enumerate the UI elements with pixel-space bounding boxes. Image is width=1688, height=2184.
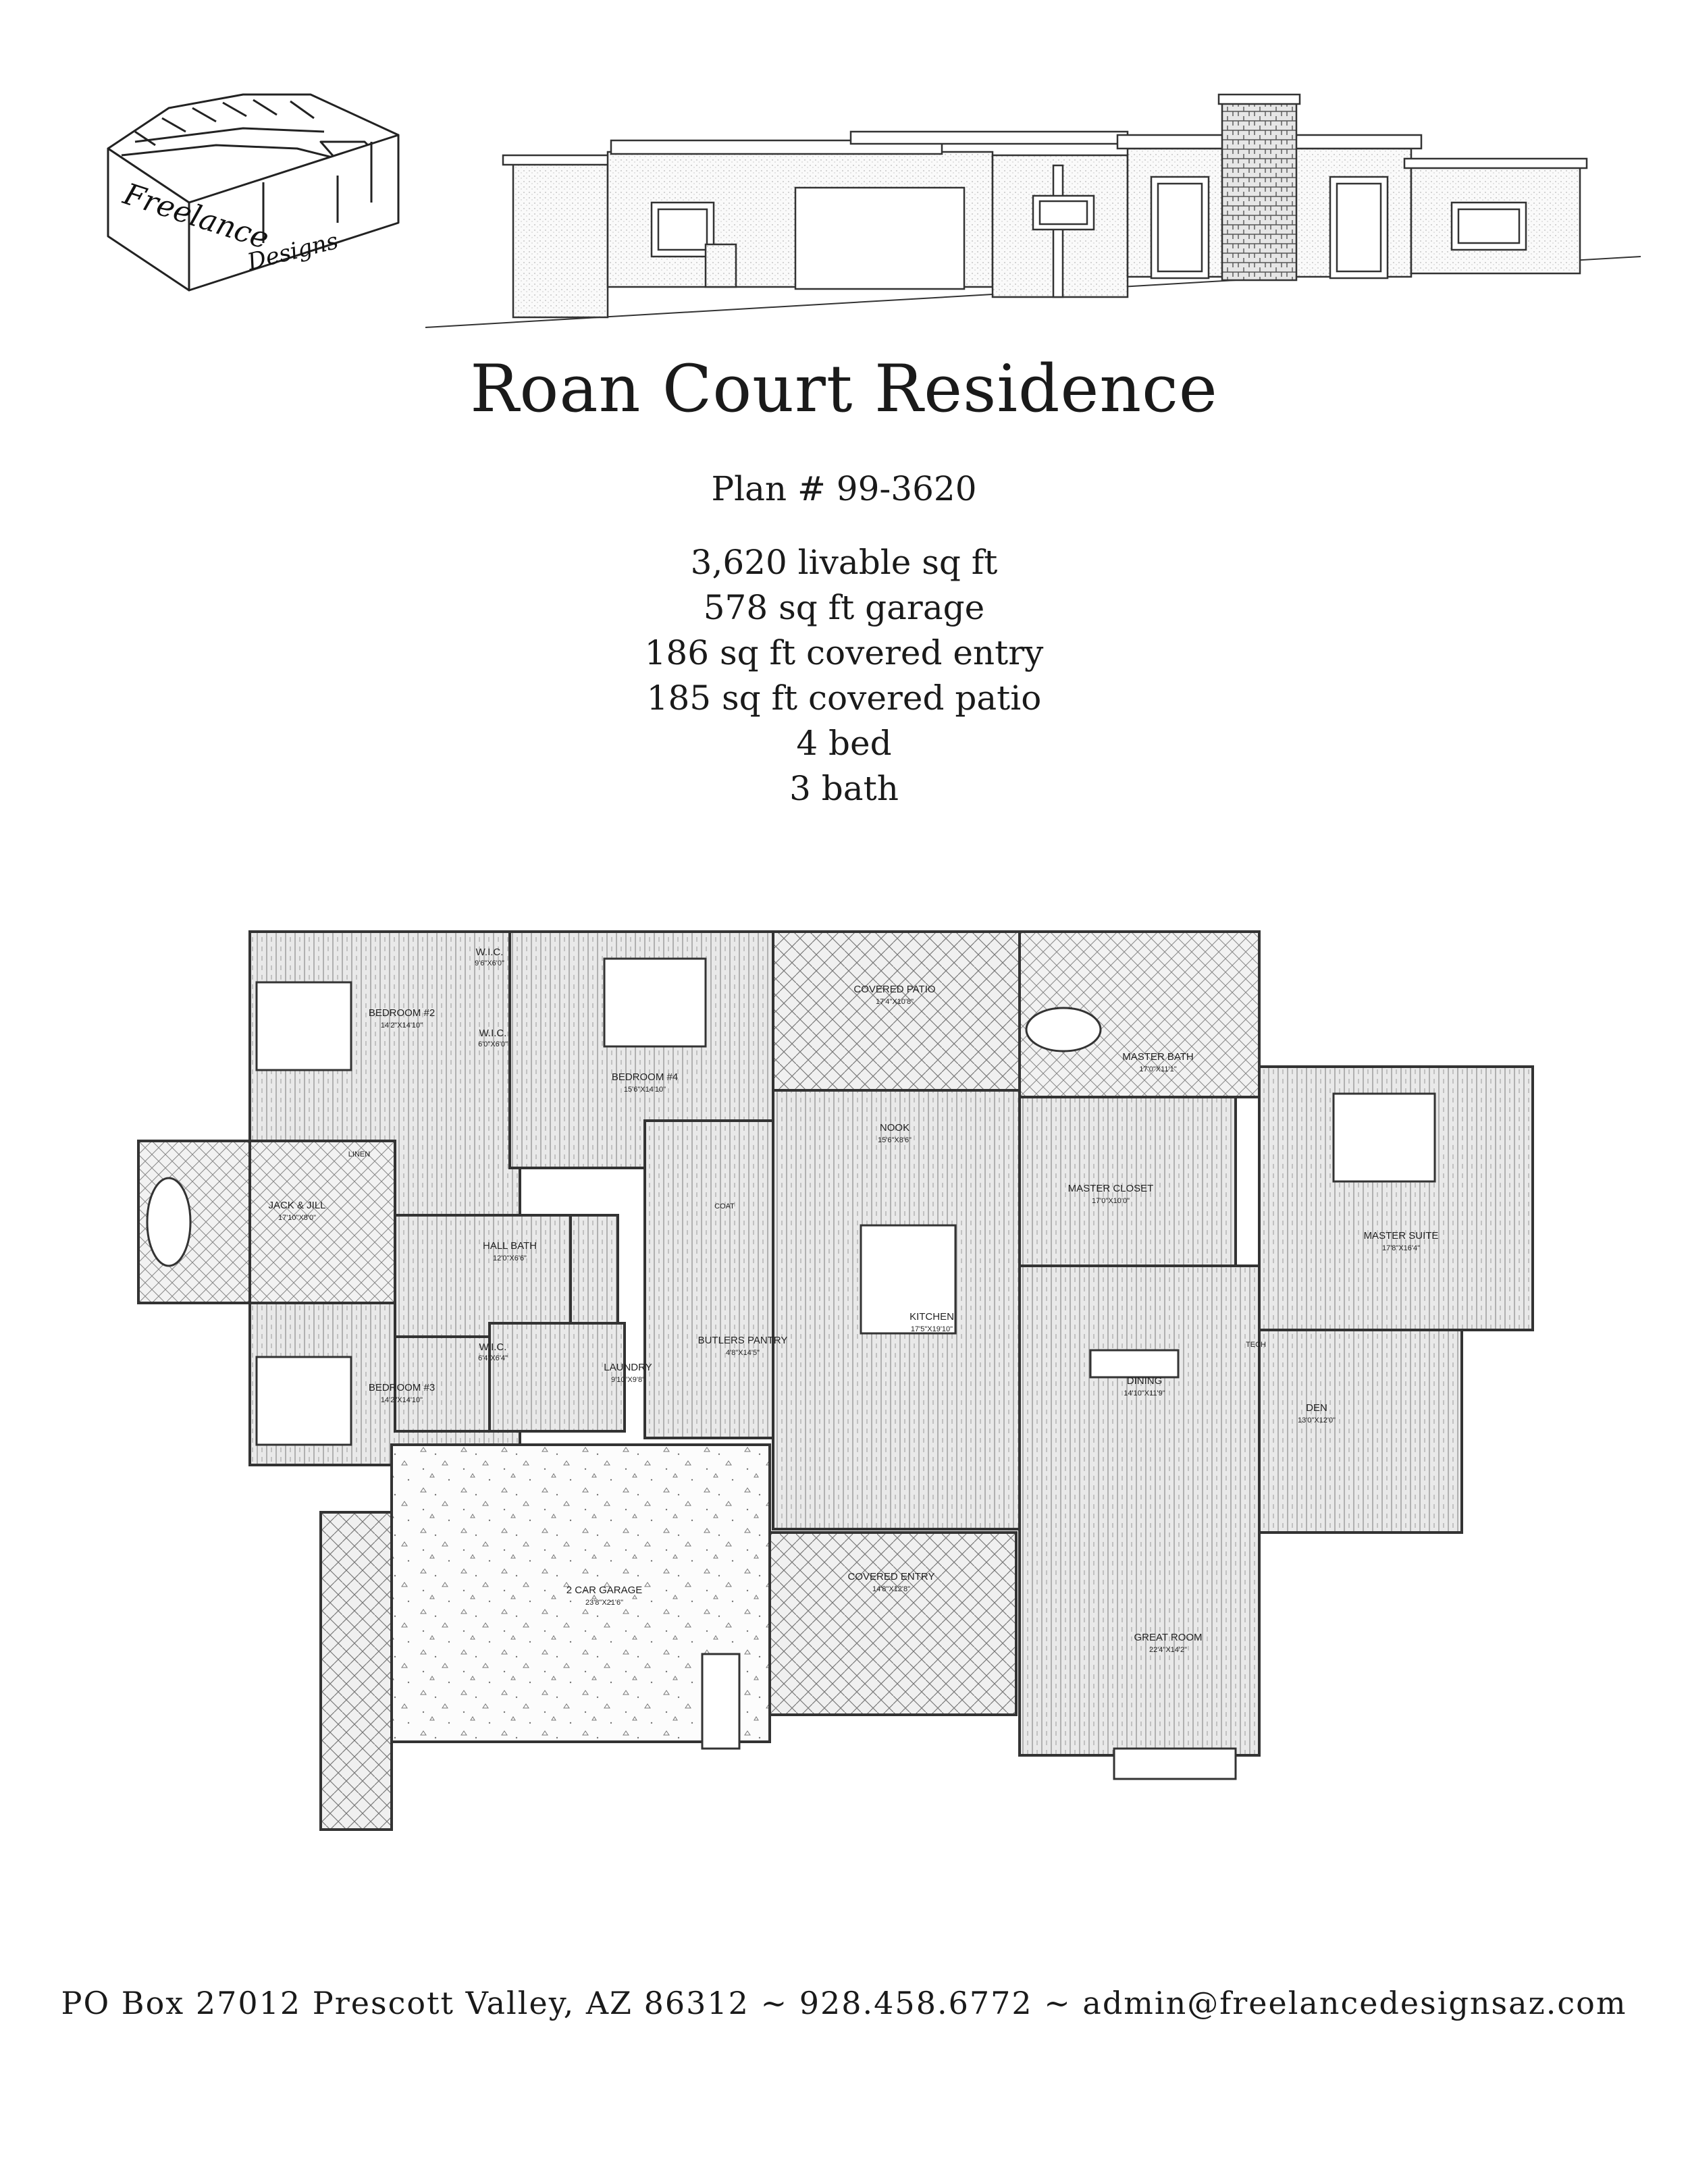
room-wic2-dim: 6'0"X6'0" xyxy=(478,1040,508,1048)
room-labels: BEDROOM #2 14'2"X14'10" W.I.C. 9'6"X6'0"… xyxy=(268,947,1438,1654)
room-master-suite-dim: 17'8"X16'4" xyxy=(1382,1244,1420,1252)
room-master-closet-dim: 17'0"X10'0" xyxy=(1092,1197,1130,1205)
room-laundry-dim: 9'10"X9'8" xyxy=(611,1376,645,1384)
room-bedroom3-dim: 14'2"X14'10" xyxy=(381,1396,423,1404)
room-bedroom4: BEDROOM #4 xyxy=(612,1071,678,1083)
stat-covered-entry-sqft: 186 sq ft covered entry xyxy=(644,633,1044,672)
stat-bedrooms: 4 bed xyxy=(796,724,892,763)
room-garage: 2 CAR GARAGE xyxy=(566,1584,643,1596)
room-hall-bath: HALL BATH xyxy=(483,1240,537,1252)
room-den-dim: 13'0"X12'0" xyxy=(1298,1416,1336,1424)
room-garage-dim: 23'8"X21'6" xyxy=(585,1599,623,1607)
room-nook: NOOK xyxy=(880,1122,909,1134)
front-elevation-drawing xyxy=(425,93,1641,328)
room-master-suite: MASTER SUITE xyxy=(1364,1230,1439,1242)
room-great-room: GREAT ROOM xyxy=(1134,1632,1202,1643)
room-bedroom2: BEDROOM #2 xyxy=(369,1007,435,1019)
room-covered-patio-dim: 17'4"X10'8" xyxy=(876,998,914,1006)
stat-covered-patio-sqft: 185 sq ft covered patio xyxy=(646,678,1042,718)
stat-bathrooms: 3 bath xyxy=(789,769,899,808)
room-master-bath-dim: 17'0"X11'1" xyxy=(1139,1065,1176,1073)
room-nook-dim: 15'6"X8'6" xyxy=(878,1136,912,1144)
room-wic1-dim: 9'6"X6'0" xyxy=(475,959,504,967)
freelance-designs-logo: Freelance Designs xyxy=(107,93,400,292)
stat-livable-sqft: 3,620 livable sq ft xyxy=(690,543,998,582)
room-hall-bath-dim: 12'0"X6'6" xyxy=(493,1254,527,1262)
room-laundry: LAUNDRY xyxy=(604,1362,652,1373)
room-jack-jill: JACK & JILL xyxy=(268,1200,325,1211)
room-wic3-dim: 6'4"X6'4" xyxy=(478,1354,508,1362)
room-jack-jill-dim: 17'10"X8'0" xyxy=(278,1214,316,1222)
room-butlers-pantry: BUTLERS PANTRY xyxy=(698,1335,788,1346)
contact-footer: PO Box 27012 Prescott Valley, AZ 86312 ~… xyxy=(61,1985,1627,2021)
room-wic2: W.I.C. xyxy=(479,1028,507,1039)
room-dining: DINING xyxy=(1127,1375,1163,1387)
label-linen: LINEN xyxy=(348,1150,370,1158)
room-bedroom2-dim: 14'2"X14'10" xyxy=(381,1021,423,1030)
page-title: Roan Court Residence xyxy=(470,351,1218,427)
label-coat: COAT xyxy=(714,1202,735,1210)
stat-garage-sqft: 578 sq ft garage xyxy=(703,588,985,627)
room-master-bath: MASTER BATH xyxy=(1122,1051,1194,1063)
floor-plan-drawing: BEDROOM #2 14'2"X14'10" W.I.C. 9'6"X6'0"… xyxy=(137,930,1534,1831)
room-covered-entry-dim: 14'8"X12'8" xyxy=(872,1585,910,1593)
room-wic1: W.I.C. xyxy=(476,947,504,958)
plan-stats: 3,620 livable sq ft 578 sq ft garage 186… xyxy=(0,540,1688,811)
room-great-room-dim: 22'4"X14'2" xyxy=(1149,1646,1187,1654)
room-dining-dim: 14'10"X11'9" xyxy=(1124,1389,1165,1397)
room-master-closet: MASTER CLOSET xyxy=(1068,1183,1154,1194)
room-covered-patio: COVERED PATIO xyxy=(853,984,935,995)
room-covered-entry: COVERED ENTRY xyxy=(848,1571,935,1582)
room-kitchen-dim: 17'5"X19'10" xyxy=(911,1325,953,1333)
room-bedroom4-dim: 15'6"X14'10" xyxy=(624,1086,666,1094)
room-butlers-pantry-dim: 4'8"X14'5" xyxy=(726,1349,760,1357)
plan-number: Plan # 99-3620 xyxy=(711,469,977,508)
room-den: DEN xyxy=(1306,1402,1327,1414)
room-kitchen: KITCHEN xyxy=(909,1311,954,1323)
room-wic3: W.I.C. xyxy=(479,1341,507,1353)
room-bedroom3: BEDROOM #3 xyxy=(369,1382,435,1393)
label-tech: TECH xyxy=(1246,1341,1266,1349)
